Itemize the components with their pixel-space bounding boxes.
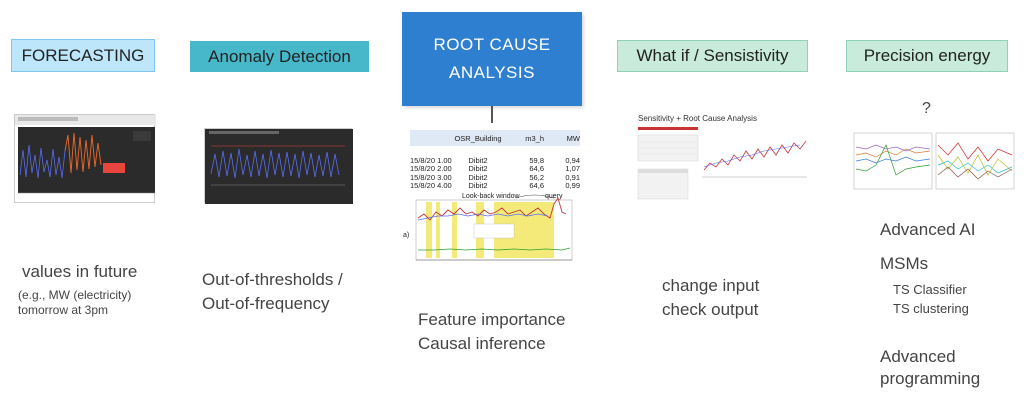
precision-thumbnail — [850, 125, 1016, 195]
table-col-building: OSR_Building — [454, 133, 502, 143]
root-cause-desc: Feature importance Causal inference — [418, 308, 565, 356]
msms-label: MSMs — [880, 254, 929, 273]
whatif-desc-line2: check output — [662, 300, 759, 319]
table-cell: 64,6 — [529, 181, 544, 191]
root-cause-label-line1: ROOT CAUSE — [433, 35, 551, 54]
root-cause-desc-line2: Causal inference — [418, 334, 546, 353]
anomaly-thumbnail — [204, 128, 353, 204]
forecasting-example-line1: (e.g., MW (electricity) — [18, 288, 132, 302]
advanced-ai-label: Advanced AI — [880, 220, 976, 239]
table-cell: Dibit2 — [468, 164, 488, 174]
table-row: 15/8/20 3.00 Dibit2 56,2 0,91 — [410, 173, 580, 182]
anomaly-desc-line1: Out-of-thresholds / — [202, 270, 343, 289]
forecasting-example: (e.g., MW (electricity) tomorrow at 3pm — [18, 288, 131, 318]
table-cell: Dibit2 — [468, 155, 488, 165]
table-row: 15/8/20 1.00 Dibit2 59,8 0,94 — [410, 156, 580, 165]
table-cell: Dibit2 — [468, 172, 488, 182]
root-cause-chart-thumbnail — [404, 192, 574, 276]
question-mark: ? — [922, 100, 931, 117]
table-cell: 15/8/20 1.00 — [410, 155, 452, 165]
anomaly-header-label: Anomaly Detection — [208, 46, 351, 66]
whatif-sensitivity-header: What if / Sensistivity — [617, 40, 808, 72]
advanced-programming-line2: programming — [880, 369, 981, 388]
table-cell: 64,6 — [529, 164, 544, 174]
table-row: 15/8/20 2.00 Dibit2 64,6 1,07 — [410, 164, 580, 174]
ts-classifier-label: TS Classifier — [893, 282, 967, 297]
forecasting-header-label: FORECASTING — [21, 45, 145, 65]
precision-header-label: Precision energy — [863, 46, 991, 65]
whatif-header-label: What if / Sensistivity — [636, 46, 789, 65]
table-col-mw: MW — [566, 133, 580, 143]
table-cell: 15/8/20 3.00 — [410, 172, 452, 182]
panel-label: a) — [403, 232, 410, 239]
root-cause-table: OSR_Building m3_h MW 15/8/20 1.00 Dibit2… — [410, 130, 580, 190]
whatif-desc: change input check output — [662, 274, 759, 322]
table-cell: Dibit2 — [468, 181, 488, 191]
root-cause-table-header: OSR_Building m3_h MW — [410, 130, 580, 146]
root-cause-analysis-header: ROOT CAUSE ANALYSIS — [402, 12, 582, 106]
table-cell: 15/8/20 2.00 — [410, 164, 452, 174]
advanced-programming-label: Advanced programming — [880, 346, 980, 390]
table-cell: 15/8/20 4.00 — [410, 181, 452, 191]
precision-energy-header: Precision energy — [846, 40, 1008, 72]
lookback-window-label: Look-back window — [462, 193, 520, 200]
anomaly-detection-header: Anomaly Detection — [190, 41, 369, 72]
ts-clustering-label: TS clustering — [893, 301, 969, 316]
root-cause-desc-line1: Feature importance — [418, 310, 566, 329]
sensitivity-thumb-title: Sensitivity + Root Cause Analysis — [638, 114, 757, 123]
query-label: query — [545, 193, 563, 200]
forecasting-desc: values in future — [22, 262, 138, 281]
table-cell: 56,2 — [529, 172, 544, 182]
anomaly-desc: Out-of-thresholds / Out-of-frequency — [202, 268, 343, 316]
sensitivity-thumbnail — [636, 115, 808, 200]
table-row: 15/8/20 4.00 Dibit2 64,6 0,99 — [410, 181, 580, 191]
root-cause-label-line2: ANALYSIS — [449, 63, 535, 82]
forecasting-thumbnail — [14, 114, 156, 203]
table-cell: 0,99 — [565, 181, 580, 191]
advanced-programming-line1: Advanced — [880, 347, 956, 366]
forecasting-example-line2: tomorrow at 3pm — [18, 303, 109, 317]
table-cell: 59,8 — [529, 155, 544, 165]
root-cause-connector — [491, 106, 493, 123]
table-cell: 1,07 — [565, 164, 580, 174]
anomaly-desc-line2: Out-of-frequency — [202, 294, 330, 313]
table-col-flow: m3_h — [525, 133, 544, 143]
forecasting-header: FORECASTING — [11, 39, 155, 72]
table-cell: 0,91 — [565, 172, 580, 182]
table-cell: 0,94 — [565, 155, 580, 165]
whatif-desc-line1: change input — [662, 276, 760, 295]
